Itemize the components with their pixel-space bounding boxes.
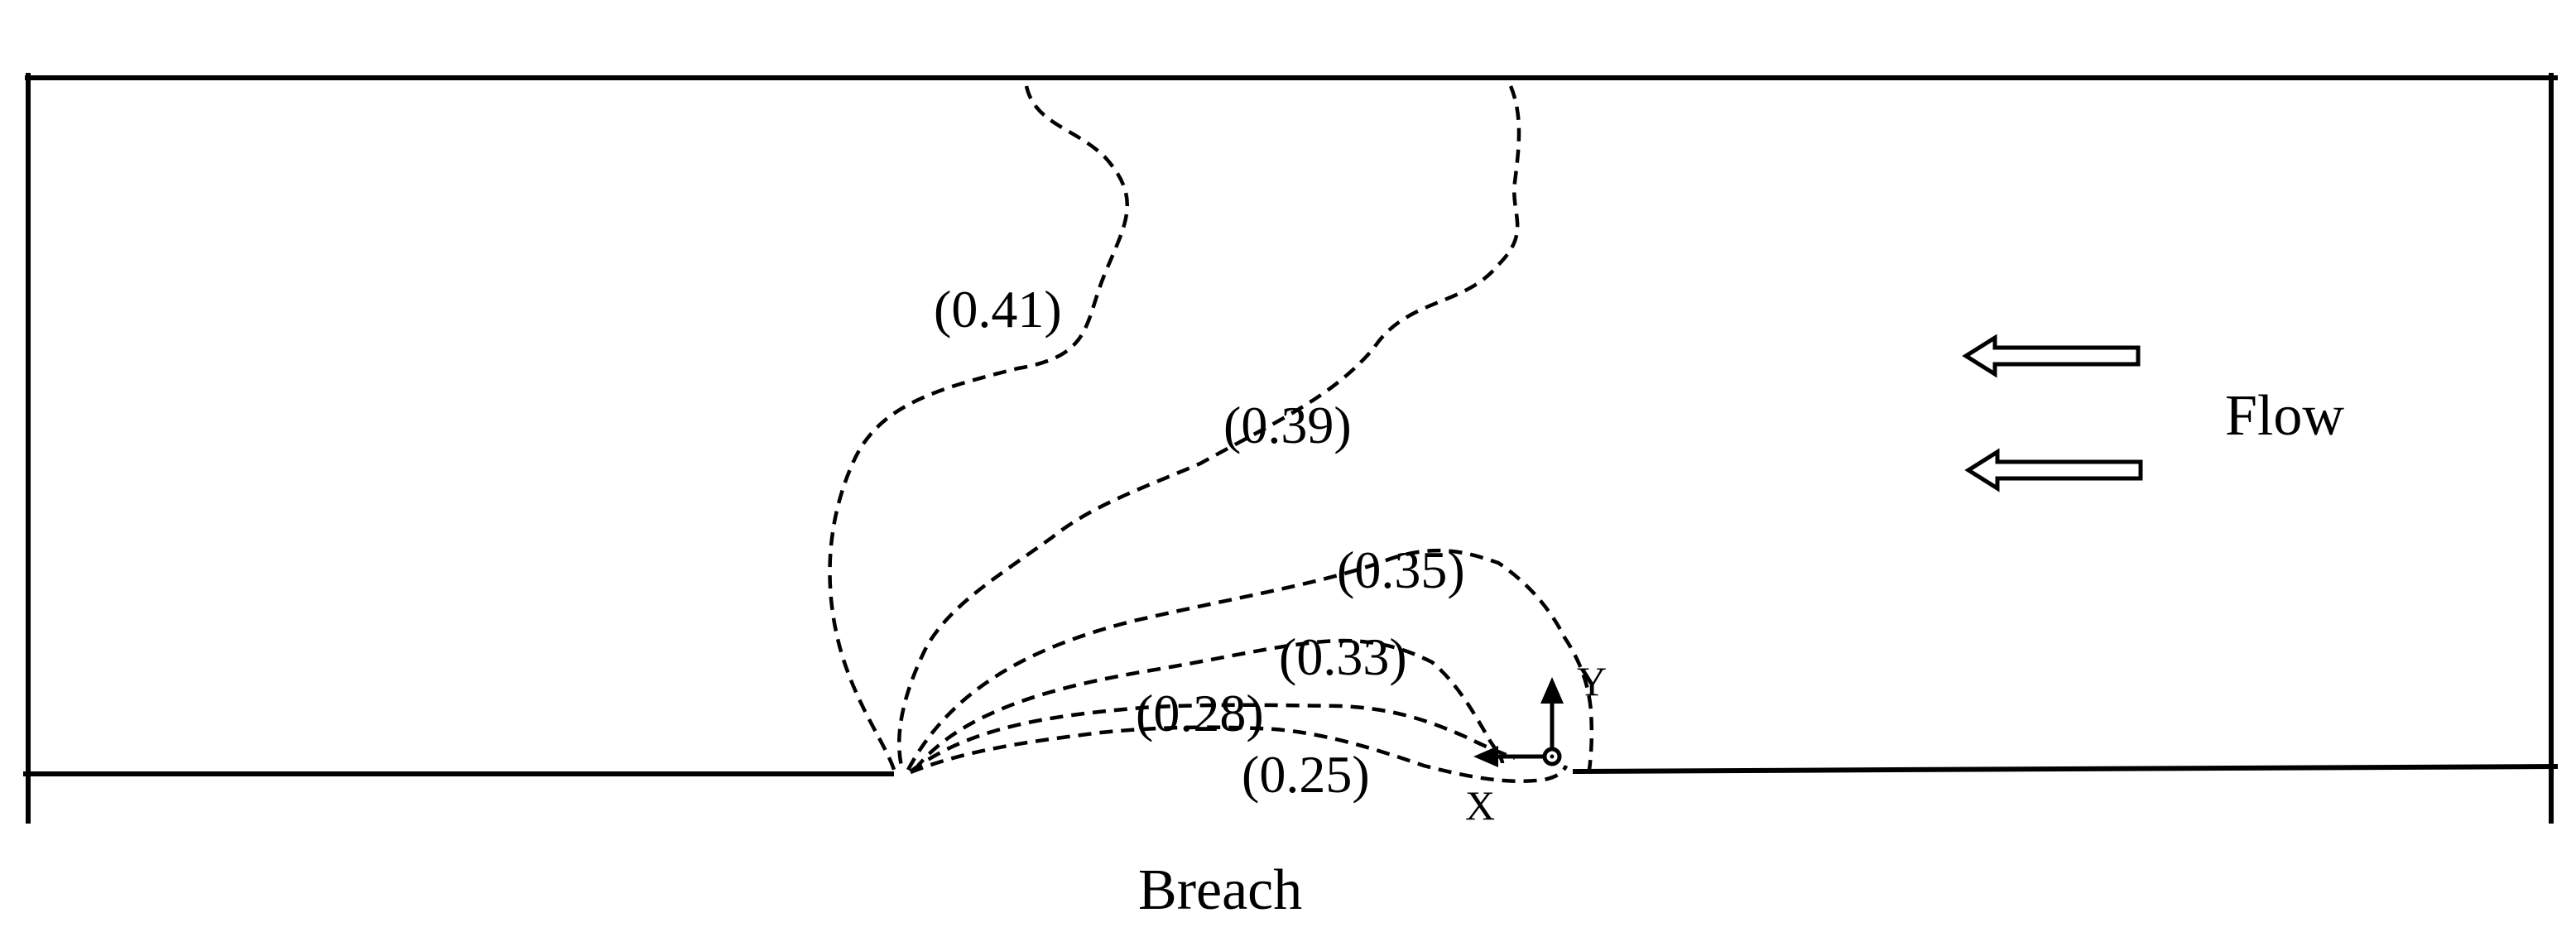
contour-line-0.41 xyxy=(828,85,1129,771)
contour-label-0.35: (0.35) xyxy=(1337,540,1465,599)
channel-bottom-wall-right xyxy=(1572,764,2559,774)
contour-label-0.39: (0.39) xyxy=(1223,396,1352,454)
origin-dot xyxy=(1550,754,1555,759)
contour-line-0.33 xyxy=(913,638,1505,771)
contour-line-0.39 xyxy=(897,85,1521,771)
contour-label-0.33: (0.33) xyxy=(1279,627,1407,686)
breach-label: Breach xyxy=(1138,858,1302,922)
y-axis-arrowhead-icon xyxy=(1540,677,1564,704)
coordinate-axes: Y X xyxy=(1465,658,1607,829)
y-axis-label: Y xyxy=(1577,658,1607,704)
contour-label-0.28: (0.28) xyxy=(1136,684,1264,742)
hollow-arrow-left-icon xyxy=(1962,334,2141,378)
contour-label-0.41: (0.41) xyxy=(934,280,1062,339)
x-axis-arrowhead-icon xyxy=(1473,746,1498,767)
contour-line-0.25 xyxy=(910,725,1569,784)
contour-line-0.35 xyxy=(906,548,1594,771)
x-axis-label: X xyxy=(1465,782,1495,829)
hollow-arrow-left-icon xyxy=(1964,448,2143,492)
flow-label: Flow xyxy=(2225,384,2344,448)
contour-label-0.25: (0.25) xyxy=(1242,745,1370,804)
contour-line-0.28 xyxy=(909,703,1516,773)
